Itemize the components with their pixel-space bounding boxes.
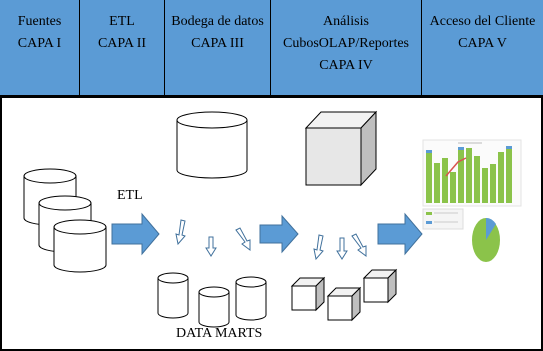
diagram-body [0, 95, 543, 351]
down-arrow-3-icon [235, 227, 251, 251]
header-fuentes: Fuentes CAPA I [0, 0, 80, 95]
small-cube-1-icon [290, 276, 326, 312]
warehouse-db-icon [176, 111, 248, 179]
source-db-3-icon [53, 219, 107, 273]
dashboard-bar-chart [426, 148, 512, 203]
dashboard-thumbnail [422, 139, 522, 262]
header-fuentes-layer: CAPA I [17, 36, 62, 51]
header-bodega: Bodega de datos CAPA III [165, 0, 271, 95]
header-fuentes-title: Fuentes [17, 14, 62, 29]
down-arrow-6-icon [351, 233, 367, 257]
header-bodega-layer: CAPA III [191, 36, 244, 51]
warehouse-arrow-icon [259, 214, 299, 254]
header-etl-layer: CAPA II [97, 36, 147, 51]
header-analisis-title: Análisis [323, 14, 369, 29]
small-cube-2-icon [326, 286, 362, 322]
down-arrow-1-icon [175, 219, 186, 246]
etl-arrow-icon [111, 212, 160, 256]
header-analisis-subtitle: CubosOLAP/Reportes [283, 36, 409, 51]
down-arrow-4-icon [313, 234, 324, 261]
header-etl-title: ETL [109, 14, 135, 29]
header-analisis: Análisis CubosOLAP/Reportes CAPA IV [271, 0, 422, 95]
olap-cube-icon [304, 110, 378, 187]
down-arrow-5-icon [336, 237, 348, 260]
data-mart-1-icon [157, 272, 189, 319]
header-analisis-layer: CAPA IV [319, 58, 373, 73]
header-etl: ETL CAPA II [80, 0, 165, 95]
data-mart-3-icon [235, 276, 267, 321]
data-mart-2-icon [198, 286, 230, 328]
down-arrow-2-icon [205, 236, 217, 257]
small-cube-3-icon [362, 268, 398, 304]
header-acceso-title: Acceso del Cliente [429, 14, 536, 29]
etl-label: ETL [117, 188, 143, 203]
dashboard-trend-line [445, 157, 467, 177]
header-acceso-layer: CAPA V [458, 36, 507, 51]
data-marts-label: DATA MARTS [176, 326, 263, 341]
header-bodega-title: Bodega de datos [171, 14, 264, 29]
header-acceso: Acceso del Cliente CAPA V [422, 0, 543, 95]
analysis-arrow-icon [377, 212, 423, 256]
